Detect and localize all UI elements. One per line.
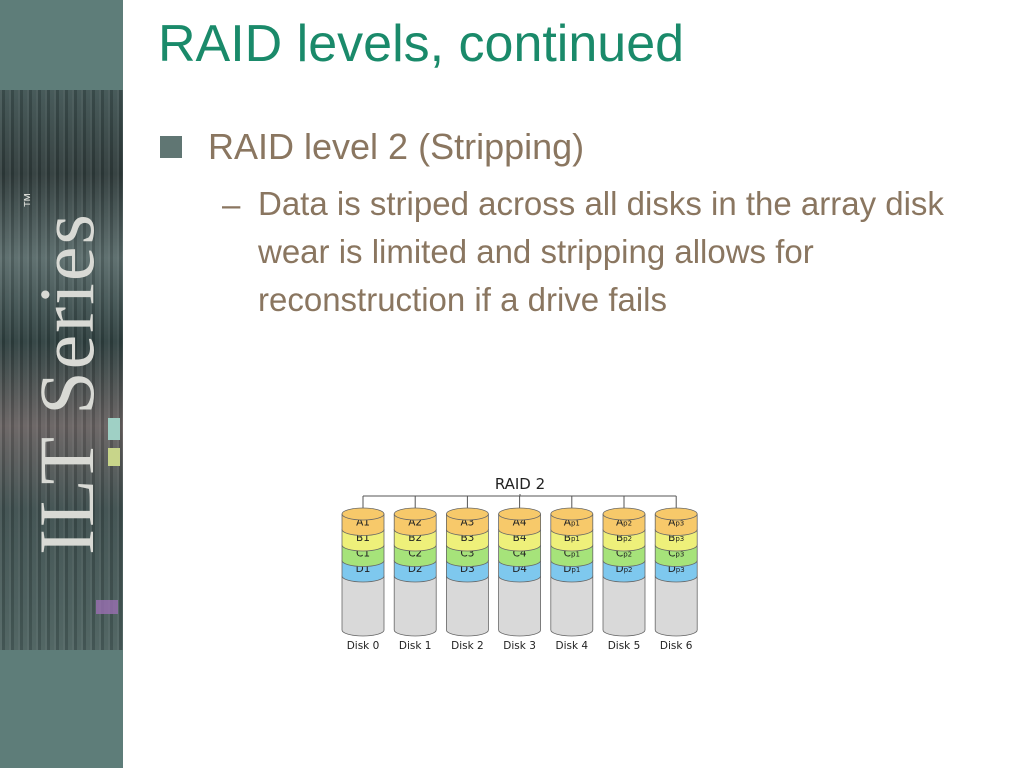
disk-6-cell-1-subscript: p3 [675, 535, 684, 543]
disk-2-body [446, 575, 489, 637]
disk-1-top [393, 507, 437, 521]
diagram-title: RAID 2 [495, 475, 545, 493]
disk-6-cell-0-subscript: p3 [675, 520, 684, 528]
disk-3-label: Disk 3 [503, 640, 536, 652]
disk-4-cell-0-subscript: p1 [571, 520, 580, 528]
disk-5-cell-3-subscript: p2 [624, 566, 633, 574]
disk-6-top [654, 507, 698, 521]
sidebar-accent-1 [108, 418, 120, 440]
sidebar-streaks [0, 90, 123, 650]
disk-5-cell-0-subscript: p2 [623, 520, 632, 528]
disk-6-label: Disk 6 [660, 640, 693, 652]
disk-0-top [341, 507, 385, 521]
disk-4-cell-2-subscript: p1 [571, 551, 580, 559]
disk-5-cell-2-subscript: p2 [623, 551, 632, 559]
bullet-item: RAID level 2 (Stripping) [160, 126, 584, 168]
slide-title: RAID levels, continued [158, 15, 685, 73]
disk-0-body [341, 575, 385, 637]
disk-5-body [602, 575, 646, 637]
disk-6-cell-2-subscript: p3 [675, 551, 684, 559]
disk-1-label: Disk 1 [399, 640, 432, 652]
disk-5-label: Disk 5 [608, 640, 641, 652]
disk-6-cell-3-subscript: p3 [676, 566, 685, 574]
disk-4-body [550, 575, 594, 637]
disk-5-cell-1-subscript: p2 [623, 535, 632, 543]
disk-4-cell-1-subscript: p1 [571, 535, 580, 543]
sub-bullet-dash: – [222, 186, 241, 223]
disk-4-label: Disk 4 [556, 640, 589, 652]
sidebar-film-band [0, 90, 123, 650]
sidebar-accent-3 [96, 600, 118, 614]
disk-5-top [602, 507, 646, 521]
brand-text: ILT Series [23, 212, 110, 555]
disk-4-top [550, 507, 594, 521]
disk-3-top [498, 507, 542, 521]
decorative-sidebar: ILT Series ™ [0, 0, 123, 768]
sub-bullet-item: – Data is striped across all disks in th… [222, 185, 978, 324]
disk-3-body [498, 575, 541, 637]
sub-bullet-text: Data is striped across all disks in the … [258, 185, 944, 318]
disk-0-label: Disk 0 [347, 640, 380, 652]
trademark-mark: ™ [22, 192, 39, 209]
bullet-text: RAID level 2 (Stripping) [208, 126, 585, 167]
sidebar-accent-2 [108, 448, 120, 466]
bullet-square-icon [160, 136, 182, 158]
brand-logo: ILT Series ™ [22, 192, 112, 555]
disk-6-body [654, 575, 698, 637]
disk-2-label: Disk 2 [451, 640, 484, 652]
disk-2-top [445, 507, 489, 521]
disk-1-body [393, 575, 437, 637]
disk-4-cell-3-subscript: p1 [571, 566, 580, 574]
